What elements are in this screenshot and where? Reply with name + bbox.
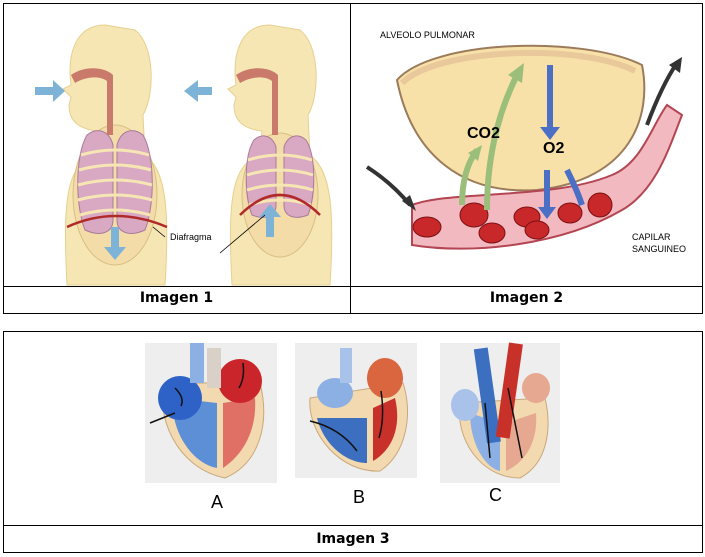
caption-imagen-2: Imagen 2 — [489, 290, 564, 306]
capillary-label-line1: CAPILAR — [632, 232, 671, 242]
heart-diagram-b — [295, 343, 417, 478]
heart-label-a: A — [211, 492, 224, 512]
heart-label-c: C — [489, 485, 502, 505]
diaphragm-label: Diafragma — [170, 232, 212, 242]
top-caption-rule — [3, 286, 703, 287]
o2-label: O2 — [543, 140, 565, 157]
heart-diagram-a — [145, 343, 277, 483]
figure-inhale — [35, 24, 168, 286]
heart-diagram-c — [440, 342, 560, 483]
figure-exhale — [184, 24, 333, 286]
top-divider — [350, 3, 351, 314]
heart-label-b: B — [353, 487, 366, 507]
alveolus-label: ALVEOLO PULMONAR — [380, 30, 475, 40]
co2-label: CO2 — [467, 125, 500, 142]
gas-exchange-diagram — [365, 44, 684, 250]
caption-imagen-3: Imagen 3 — [316, 531, 390, 547]
bottom-caption-rule — [3, 525, 703, 526]
red-blood-cells — [412, 192, 613, 244]
caption-imagen-1: Imagen 1 — [139, 290, 214, 306]
alveolus-shape — [395, 44, 646, 192]
capillary-label-line2: SANGUINEO — [632, 244, 687, 254]
breathing-diagram — [35, 24, 333, 286]
